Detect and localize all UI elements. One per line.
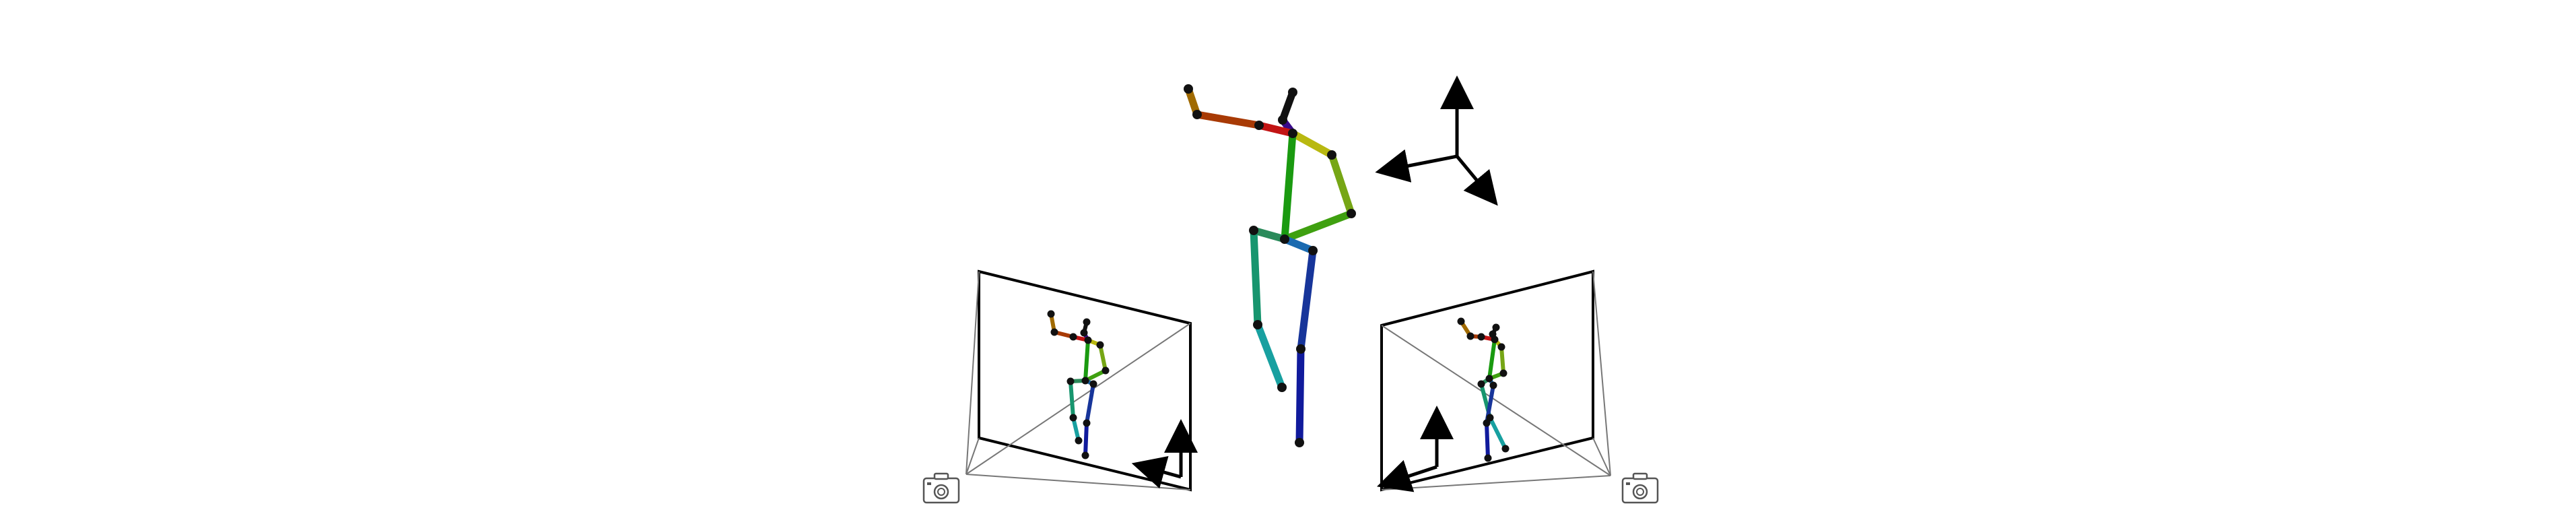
bone-left-upper-arm — [1289, 129, 1336, 159]
bone-left-torso-link — [1281, 210, 1355, 243]
bone-right-shin — [1083, 421, 1089, 457]
main-3d-skeleton — [1184, 84, 1356, 447]
axis-left-arrow — [1376, 459, 1437, 492]
joint-r-hand — [1457, 317, 1465, 325]
world-axes — [1375, 75, 1498, 206]
bone-left-shin — [1254, 321, 1286, 391]
bone-left-forearm — [1098, 343, 1108, 373]
joint-r-ankle — [1484, 454, 1492, 462]
joint-l-knee — [1069, 414, 1077, 422]
joint-l-elbow — [1499, 369, 1507, 377]
joint-r-hip — [1089, 380, 1097, 388]
joint-r-elbow — [1192, 110, 1202, 119]
joint-r-elbow — [1050, 328, 1058, 336]
joint-r-knee — [1296, 344, 1306, 354]
joint-head — [1080, 329, 1088, 337]
frustum-line — [1592, 437, 1611, 476]
bone-left-thigh — [1250, 226, 1262, 329]
joint-l-hip — [1477, 380, 1485, 388]
bone-spine — [1083, 338, 1090, 383]
joint-r-hand — [1184, 84, 1193, 94]
joint-r-hip — [1489, 381, 1497, 389]
joint-pelvis — [1280, 234, 1289, 244]
joint-r-knee — [1083, 419, 1091, 427]
bone-left-forearm — [1499, 345, 1505, 375]
joint-l-ankle — [1277, 383, 1287, 392]
camera-lens-inner — [1636, 488, 1644, 496]
bone-left-shin — [1071, 416, 1081, 443]
bone-left-thigh-link — [1250, 226, 1289, 243]
joint-r-knee — [1483, 419, 1491, 427]
bone-left-torso-link — [1083, 369, 1108, 383]
joint-l-shoulder — [1497, 343, 1505, 351]
right-camera-view — [1376, 269, 1659, 504]
joint-pelvis — [1081, 377, 1089, 385]
bone-spine — [1487, 338, 1497, 381]
joint-r-hip — [1308, 246, 1318, 255]
bone-right-shin — [1295, 345, 1305, 447]
joint-pelvis — [1485, 375, 1493, 383]
camera-icon — [922, 472, 960, 504]
joint-l-elbow — [1101, 366, 1110, 375]
frustum-line — [1381, 475, 1611, 490]
joint-r-ankle — [1295, 438, 1304, 447]
right-projected-skeleton — [1457, 317, 1510, 462]
frustum-line — [965, 323, 1191, 475]
joint-r-ankle — [1081, 451, 1089, 459]
camera-flash — [927, 482, 931, 485]
frustum-line — [965, 437, 980, 475]
joint-l-knee — [1486, 414, 1494, 422]
bone-right-shin — [1485, 421, 1490, 460]
left-projected-skeleton — [1047, 310, 1110, 459]
joint-r-shoulder — [1254, 121, 1264, 130]
right-2d-axes — [1376, 406, 1454, 492]
right-image-plane — [1380, 269, 1611, 492]
joint-l-ankle — [1501, 445, 1510, 453]
joint-r-elbow — [1466, 332, 1475, 340]
joint-l-hip — [1066, 377, 1075, 385]
joint-neck — [1288, 129, 1297, 138]
joint-head-top — [1083, 318, 1091, 326]
bone-left-shin — [1488, 416, 1507, 451]
bone-right-forearm — [1193, 110, 1263, 129]
joint-neck — [1084, 336, 1092, 344]
joint-l-hip — [1249, 226, 1258, 235]
frustum-line — [965, 271, 980, 475]
frustum-line — [1381, 325, 1611, 476]
axis-left-arrow — [1375, 149, 1458, 183]
left-camera-view — [922, 269, 1198, 504]
bone-head — [1279, 88, 1297, 124]
joint-l-knee — [1253, 320, 1262, 329]
axis-left-arrow — [1131, 455, 1182, 489]
joint-l-elbow — [1347, 209, 1356, 218]
camera-top — [1632, 472, 1648, 480]
joint-r-hand — [1047, 310, 1055, 318]
joint-l-shoulder — [1327, 150, 1336, 160]
bone-right-thigh — [1085, 382, 1095, 425]
joint-neck — [1491, 335, 1499, 344]
camera-flash — [1626, 482, 1630, 485]
bone-spine — [1281, 129, 1297, 243]
camera-lens-inner — [937, 488, 945, 496]
joint-head-top — [1492, 323, 1500, 331]
camera-icon — [1621, 472, 1659, 504]
bone-left-forearm — [1328, 151, 1355, 218]
joint-head-top — [1288, 88, 1297, 97]
left-2d-axes — [1131, 419, 1198, 489]
joint-l-shoulder — [1096, 341, 1104, 349]
joint-r-shoulder — [1069, 333, 1077, 341]
bone-left-thigh — [1069, 379, 1075, 420]
axis-diagonal-arrow — [1456, 155, 1498, 206]
bone-hip — [1281, 235, 1317, 255]
frustum-line — [1592, 271, 1611, 476]
camera-top — [933, 472, 949, 480]
bone-right-upper-arm — [1255, 121, 1297, 137]
joint-l-ankle — [1075, 437, 1083, 445]
joint-r-shoulder — [1477, 333, 1485, 341]
bone-right-thigh — [1297, 247, 1317, 353]
joint-head — [1278, 115, 1287, 125]
